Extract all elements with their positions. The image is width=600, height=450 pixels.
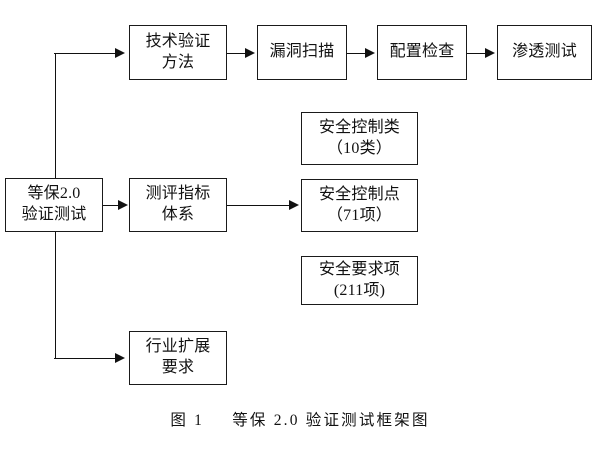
node-tech-method-line2: 方法 [161,53,195,71]
node-control-point[interactable]: 安全控制点 （71项） [301,179,418,232]
figure-caption-title: 等保 2.0 验证测试框架图 [232,412,430,429]
connector-tech-method-to-vuln-scan [227,53,247,54]
node-vuln-scan[interactable]: 漏洞扫描 [257,25,347,80]
arrowhead-to-pen-test [485,48,495,58]
node-index-system-line1: 测评指标 [145,185,211,203]
arrowhead-to-vuln-scan [245,48,255,58]
connector-vuln-scan-to-config-check [347,53,367,54]
node-vuln-scan-line1: 漏洞扫描 [269,43,335,61]
node-industry-ext-line1: 行业扩展 [145,338,211,356]
node-pen-test-line1: 渗透测试 [512,43,577,61]
connector-index-system-to-control-point [227,205,291,206]
node-control-class-line2: （10类） [326,139,392,157]
arrowhead-to-control-point [289,200,299,210]
node-root[interactable]: 等保2.0 验证测试 [5,178,103,232]
figure-caption-label: 图 1 [170,412,205,429]
arrowhead-root-to-index-system [118,200,128,210]
arrowhead-to-tech-method [115,48,125,58]
node-industry-ext[interactable]: 行业扩展 要求 [129,331,227,385]
node-root-line1: 等保2.0 [27,185,81,203]
node-index-system-line2: 体系 [161,206,195,223]
node-control-class-line1: 安全控制类 [318,118,400,136]
node-tech-method[interactable]: 技术验证 方法 [129,25,227,80]
node-index-system[interactable]: 测评指标 体系 [129,178,227,232]
node-industry-ext-line2: 要求 [161,359,195,376]
node-pen-test[interactable]: 渗透测试 [497,25,592,80]
connector-root-to-index-system [103,205,121,206]
figure-caption: 图 1 等保 2.0 验证测试框架图 [0,408,600,430]
node-config-check[interactable]: 配置检查 [377,25,467,80]
node-requirement-item-line2: (211项) [333,281,386,299]
connector-spine-lower [55,231,56,359]
node-config-check-line1: 配置检查 [389,43,455,61]
node-root-line2: 验证测试 [21,206,87,223]
connector-config-check-to-pen-test [467,53,487,54]
node-requirement-item[interactable]: 安全要求项 (211项) [301,256,418,305]
node-control-point-line2: （71项） [326,206,392,224]
arrowhead-to-industry-ext [115,353,125,363]
connector-spine-to-industry-ext [54,358,116,359]
node-control-class[interactable]: 安全控制类 （10类） [301,112,418,165]
arrowhead-to-config-check [365,48,375,58]
connector-spine-to-tech-method [54,53,116,54]
node-control-point-line1: 安全控制点 [318,185,400,203]
connector-spine-upper [55,53,56,179]
node-requirement-item-line1: 安全要求项 [318,260,400,278]
node-tech-method-line1: 技术验证 [145,32,211,50]
